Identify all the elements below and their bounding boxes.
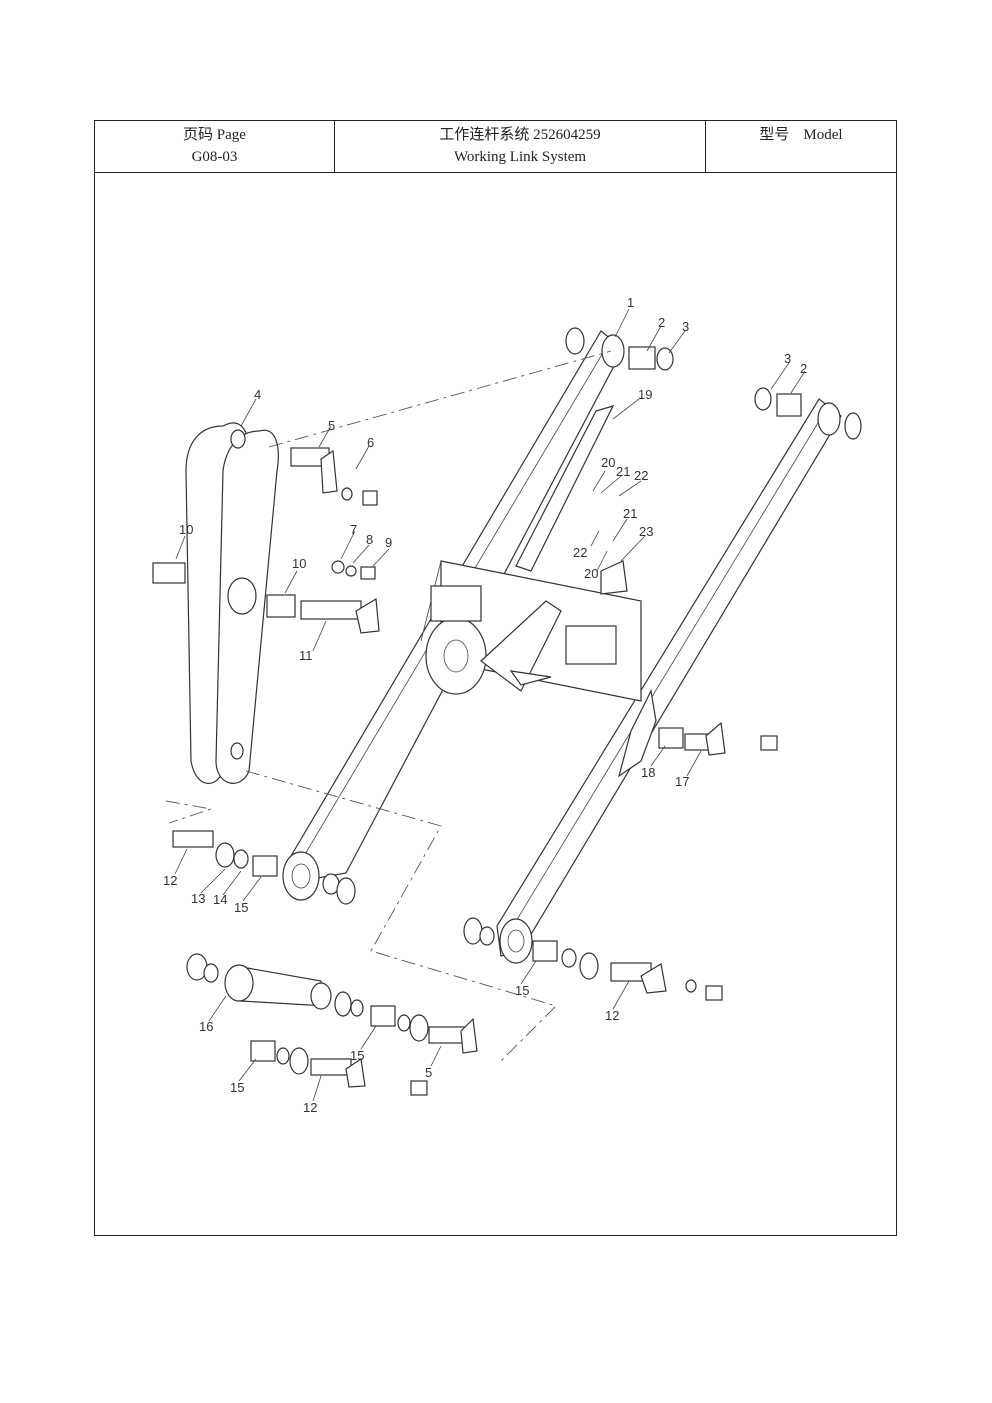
title-cn: 工作连杆系统 252604259 [439,127,601,143]
callout-7: 7 [350,522,357,537]
model-cn: 型号 [759,127,790,143]
hardware [152,327,862,1001]
model-en: Model [803,127,843,143]
callout-14: 14 [213,892,227,907]
title-block: 页码 Page G08-03 工作连杆系统 252604259 Working … [95,121,896,173]
callout-6: 6 [367,435,374,450]
page-cell: 页码 Page G08-03 [95,121,335,172]
callout-8: 8 [366,532,373,547]
callout-15b: 15 [515,983,529,998]
callout-10b: 10 [292,556,306,571]
callout-1: 1 [627,295,634,310]
callout-23: 23 [639,524,653,539]
centerline-b [165,800,212,824]
callout-5b: 5 [425,1065,432,1080]
callout-20a: 20 [601,455,615,470]
callout-16: 16 [199,1019,213,1034]
callout-12a: 12 [163,873,177,888]
callout-21a: 21 [616,464,630,479]
bellcrank [185,422,279,785]
callout-9: 9 [385,535,392,550]
exploded-view-drawing: 1 2 3 2 3 4 5 6 7 8 9 10 10 11 12 13 14 … [152,295,862,1115]
callout-20b: 20 [584,566,598,581]
callout-15d: 15 [230,1080,244,1095]
callout-21b: 21 [623,506,637,521]
model-label: 型号 Model [706,124,896,146]
callout-3: 3 [682,319,689,334]
callout-22a: 22 [634,468,648,483]
callout-2: 2 [658,315,665,330]
callout-12b: 12 [605,1008,619,1023]
callout-4: 4 [254,387,261,402]
page-code: G08-03 [191,149,238,165]
callout-17: 17 [675,774,689,789]
callout-labels: 1 2 3 2 3 4 5 6 7 8 9 10 10 11 12 13 14 … [163,295,807,1115]
callout-22b: 22 [573,545,587,560]
tilt-lever [186,953,478,1096]
centerline-c [268,350,612,448]
page-label: 页码 Page [183,127,246,143]
leader-lines [174,308,806,1102]
callout-13: 13 [191,891,205,906]
right-boom-arm [496,398,842,964]
callout-15a: 15 [234,900,248,915]
callout-10a: 10 [179,522,193,537]
title-cell: 工作连杆系统 252604259 Working Link System [335,121,706,172]
cross-tube [420,560,642,702]
callout-12c: 12 [303,1100,317,1115]
parts-sheet: 页码 Page G08-03 工作连杆系统 252604259 Working … [94,120,897,1236]
title-en: Working Link System [453,149,587,165]
callout-19: 19 [638,387,652,402]
callout-11: 11 [299,648,313,663]
callout-3b: 3 [784,351,791,366]
callout-5: 5 [328,418,335,433]
model-cell: 型号 Model [706,121,896,172]
callout-15c: 15 [350,1048,364,1063]
callout-18: 18 [641,765,655,780]
callout-2b: 2 [800,361,807,376]
centerline-a [245,770,557,1062]
